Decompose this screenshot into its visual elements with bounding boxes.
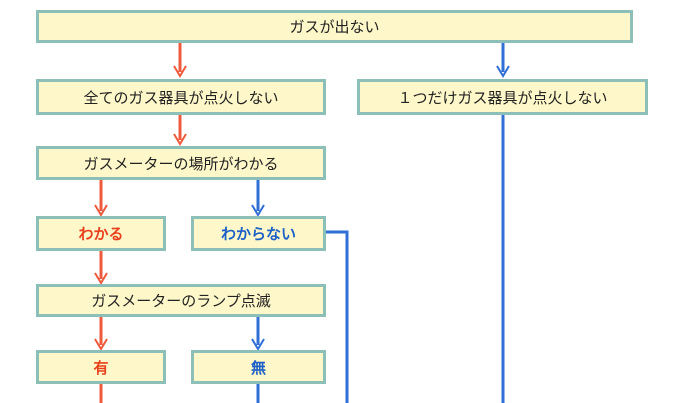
node-label: 有 — [93, 358, 109, 377]
node-no: 無 — [191, 350, 326, 384]
arrowhead-location — [173, 133, 187, 146]
connector-unknown-continue — [326, 230, 349, 403]
node-label: わかる — [78, 225, 124, 243]
node-all-appliances-not-igniting: 全てのガス器具が点火しない — [36, 79, 326, 115]
node-label: 無 — [250, 358, 266, 377]
node-one-appliance-not-igniting: １つだけガス器具が点火しない — [357, 79, 648, 115]
node-label: ガスメーターのランプ点滅 — [91, 292, 271, 310]
arrowhead-lamp — [94, 272, 108, 285]
node-unknown: わからない — [191, 216, 326, 251]
arrowhead-known — [94, 204, 108, 217]
arrowhead-unknown — [251, 204, 265, 217]
arrowhead-one — [496, 65, 510, 78]
node-label: わからない — [220, 225, 296, 243]
node-known: わかる — [36, 216, 166, 251]
node-gas-not-coming-out: ガスが出ない — [36, 10, 633, 43]
node-meter-lamp-blinking: ガスメーターのランプ点滅 — [36, 284, 326, 317]
arrowhead-no — [251, 338, 265, 351]
arrowhead-yes — [94, 338, 108, 351]
node-meter-location-known: ガスメーターの場所がわかる — [36, 146, 326, 180]
arrowhead-all — [173, 65, 187, 78]
node-label: 全てのガス器具が点火しない — [83, 88, 279, 107]
node-yes: 有 — [36, 350, 166, 384]
node-label: １つだけガス器具が点火しない — [397, 88, 608, 107]
node-label: ガスが出ない — [289, 18, 380, 36]
node-label: ガスメーターの場所がわかる — [83, 154, 279, 173]
